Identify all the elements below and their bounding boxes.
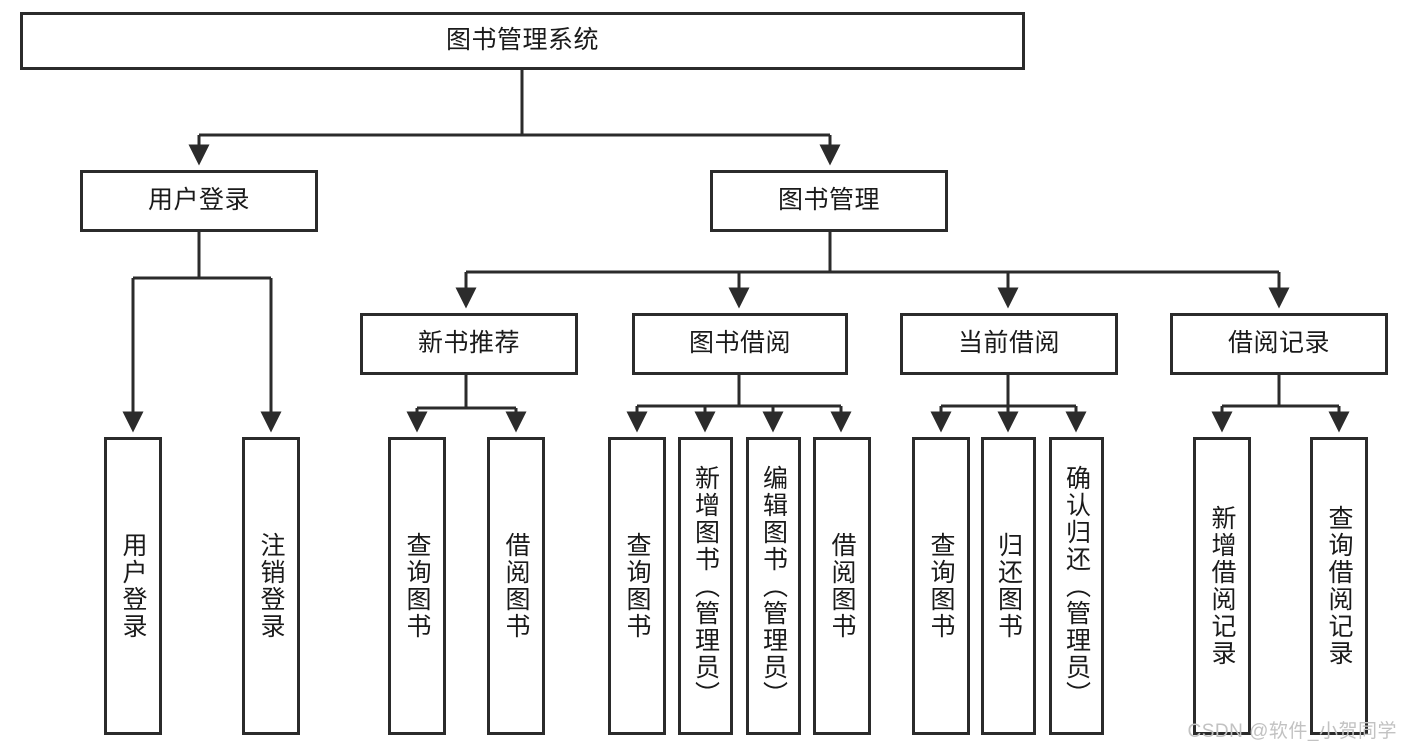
node-label: 查询借阅记录 <box>1325 505 1353 667</box>
node-label: 图书管理系统 <box>445 26 599 55</box>
node-label: 图书借阅 <box>688 329 791 358</box>
node-label: 编辑图书（管理员） <box>759 464 788 708</box>
node-leaf-query-books-borrow[interactable]: 查询图书 <box>608 437 666 735</box>
node-leaf-edit-book-admin[interactable]: 编辑图书（管理员） <box>746 437 801 735</box>
node-leaf-borrow-books[interactable]: 借阅图书 <box>813 437 871 735</box>
node-leaf-borrow-books-recommend[interactable]: 借阅图书 <box>487 437 545 735</box>
node-leaf-query-books-current[interactable]: 查询图书 <box>912 437 970 735</box>
node-label: 新增借阅记录 <box>1208 505 1236 667</box>
node-label: 新书推荐 <box>417 329 520 358</box>
node-borrowing-records[interactable]: 借阅记录 <box>1170 313 1388 375</box>
node-label: 图书管理 <box>777 186 880 215</box>
node-user-login[interactable]: 用户登录 <box>80 170 318 232</box>
node-label: 用户登录 <box>119 532 147 640</box>
node-label: 查询图书 <box>927 532 955 640</box>
node-label: 归还图书 <box>994 532 1023 640</box>
node-leaf-query-borrow-record[interactable]: 查询借阅记录 <box>1310 437 1368 735</box>
node-label: 注销登录 <box>257 532 285 640</box>
node-label: 查询图书 <box>403 532 431 640</box>
node-label: 查询图书 <box>623 532 651 640</box>
csdn-watermark: CSDN @软件_小贺同学 <box>1187 721 1397 742</box>
node-book-management[interactable]: 图书管理 <box>710 170 948 232</box>
node-label: 借阅图书 <box>828 532 856 640</box>
node-leaf-return-books[interactable]: 归还图书 <box>981 437 1036 735</box>
node-label: 确认归还（管理员） <box>1062 464 1091 708</box>
node-label: 当前借阅 <box>957 329 1060 358</box>
node-book-borrowing[interactable]: 图书借阅 <box>632 313 848 375</box>
node-current-borrowing[interactable]: 当前借阅 <box>900 313 1118 375</box>
node-leaf-add-book-admin[interactable]: 新增图书（管理员） <box>678 437 733 735</box>
node-leaf-add-borrow-record[interactable]: 新增借阅记录 <box>1193 437 1251 735</box>
node-new-book-recommendation[interactable]: 新书推荐 <box>360 313 578 375</box>
node-root-book-management-system[interactable]: 图书管理系统 <box>20 12 1025 70</box>
node-leaf-logout[interactable]: 注销登录 <box>242 437 300 735</box>
node-label: 用户登录 <box>147 186 250 215</box>
node-leaf-confirm-return-admin[interactable]: 确认归还（管理员） <box>1049 437 1104 735</box>
node-label: 新增图书（管理员） <box>691 464 720 708</box>
node-leaf-user-login[interactable]: 用户登录 <box>104 437 162 735</box>
node-label: 借阅记录 <box>1227 329 1330 358</box>
node-label: 借阅图书 <box>502 532 530 640</box>
node-leaf-query-books-recommend[interactable]: 查询图书 <box>388 437 446 735</box>
